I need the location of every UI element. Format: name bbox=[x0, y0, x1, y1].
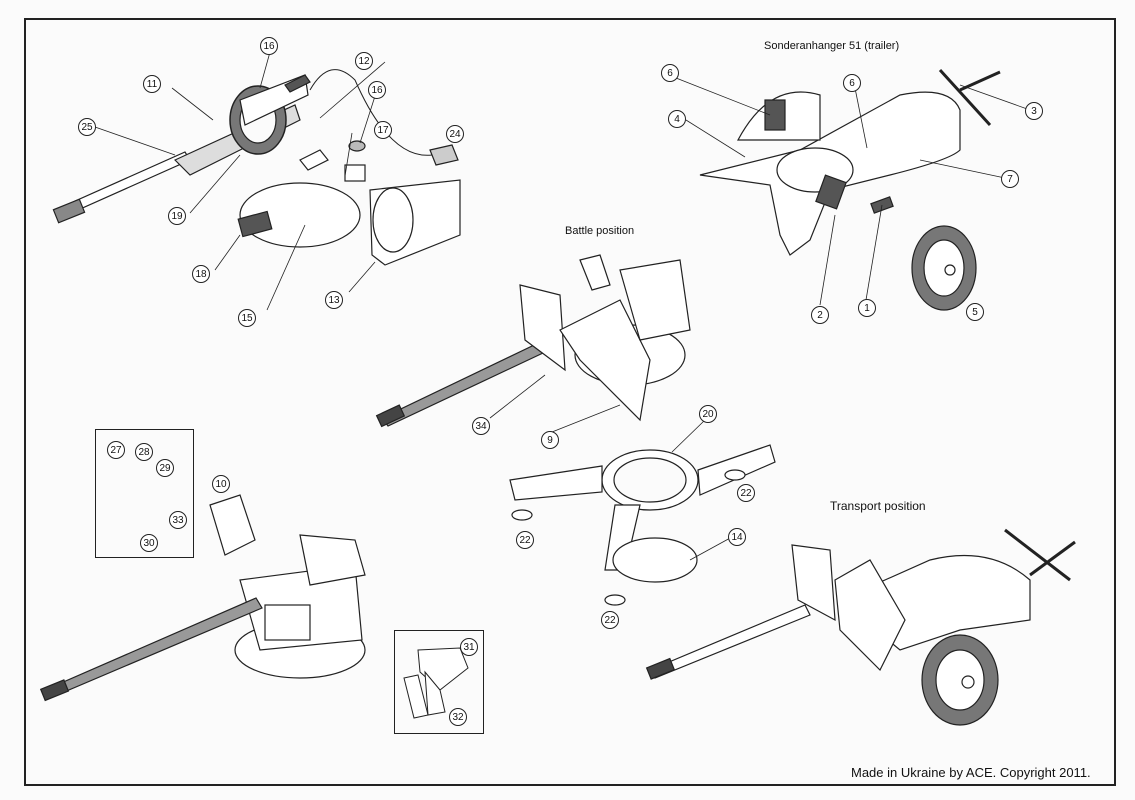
callout-13: 13 bbox=[325, 291, 343, 309]
muzzle-brake bbox=[52, 198, 86, 224]
pin-part-17 bbox=[344, 164, 366, 182]
foot-part-22c bbox=[604, 594, 626, 606]
battle-position-title: Battle position bbox=[565, 225, 635, 237]
callout-7: 7 bbox=[1001, 170, 1019, 188]
lower-gun-drawing bbox=[39, 494, 366, 702]
sheet-border bbox=[24, 18, 1116, 786]
shield-part-9 bbox=[559, 299, 651, 422]
bar-part-16 bbox=[284, 74, 311, 93]
inset-small-parts-b bbox=[394, 630, 484, 734]
callout-32: 32 bbox=[449, 708, 467, 726]
callout-1: 1 bbox=[858, 299, 876, 317]
block-part-2 bbox=[815, 174, 847, 210]
callout-22c: 22 bbox=[601, 611, 619, 629]
inset-small-parts-a bbox=[95, 429, 194, 558]
leader-lines bbox=[94, 51, 1031, 561]
washer-part-16b bbox=[348, 140, 366, 152]
copyright-footer: Made in Ukraine by ACE. Copyright 2011. bbox=[851, 765, 1091, 780]
callout-14: 14 bbox=[728, 528, 746, 546]
callout-3: 3 bbox=[1025, 102, 1043, 120]
foot-part-22b bbox=[724, 469, 746, 481]
part-32-bracket bbox=[403, 674, 429, 719]
bracket-part-6 bbox=[764, 99, 786, 131]
callout-19: 19 bbox=[168, 207, 186, 225]
callout-28: 28 bbox=[135, 443, 153, 461]
shield-part-34 bbox=[519, 284, 566, 372]
callout-17: 17 bbox=[374, 121, 392, 139]
trailer-drawing bbox=[699, 68, 1001, 311]
callout-9: 9 bbox=[541, 431, 559, 449]
callout-12: 12 bbox=[355, 52, 373, 70]
callout-4: 4 bbox=[668, 110, 686, 128]
callout-25: 25 bbox=[78, 118, 96, 136]
callout-33: 33 bbox=[169, 511, 187, 529]
trailer-title: Sonderanhanger 51 (trailer) bbox=[764, 40, 900, 52]
callout-16: 16 bbox=[260, 37, 278, 55]
callout-6b: 6 bbox=[843, 74, 861, 92]
cruciform-base-drawing bbox=[509, 444, 776, 606]
callout-30: 30 bbox=[140, 534, 158, 552]
callout-29: 29 bbox=[156, 459, 174, 477]
callout-22a: 22 bbox=[737, 484, 755, 502]
callout-2: 2 bbox=[811, 306, 829, 324]
seat-part-12 bbox=[299, 149, 329, 171]
callout-24: 24 bbox=[446, 125, 464, 143]
sight-part-24 bbox=[429, 144, 459, 166]
callout-15: 15 bbox=[238, 309, 256, 327]
callout-34: 34 bbox=[472, 417, 490, 435]
callout-27: 27 bbox=[107, 441, 125, 459]
callout-16b: 16 bbox=[368, 81, 386, 99]
base-part-15 bbox=[239, 182, 361, 248]
box-part-18 bbox=[237, 210, 273, 238]
callout-20: 20 bbox=[699, 405, 717, 423]
callout-5: 5 bbox=[966, 303, 984, 321]
callout-6: 6 bbox=[661, 64, 679, 82]
callout-22b: 22 bbox=[516, 531, 534, 549]
callout-10: 10 bbox=[212, 475, 230, 493]
plate-part-14 bbox=[612, 537, 698, 583]
transport-position-drawing bbox=[645, 528, 1076, 726]
plate-part-10 bbox=[209, 494, 256, 556]
assembly-arrow-curve bbox=[309, 69, 433, 156]
gun-exploded-drawing bbox=[52, 69, 461, 266]
callout-31: 31 bbox=[460, 638, 478, 656]
callout-11: 11 bbox=[143, 75, 161, 93]
transport-position-title: Transport position bbox=[830, 499, 926, 513]
foot-part-22a bbox=[511, 509, 533, 521]
frame-part-13 bbox=[369, 179, 461, 266]
callout-18: 18 bbox=[192, 265, 210, 283]
battle-position-drawing bbox=[375, 254, 691, 428]
